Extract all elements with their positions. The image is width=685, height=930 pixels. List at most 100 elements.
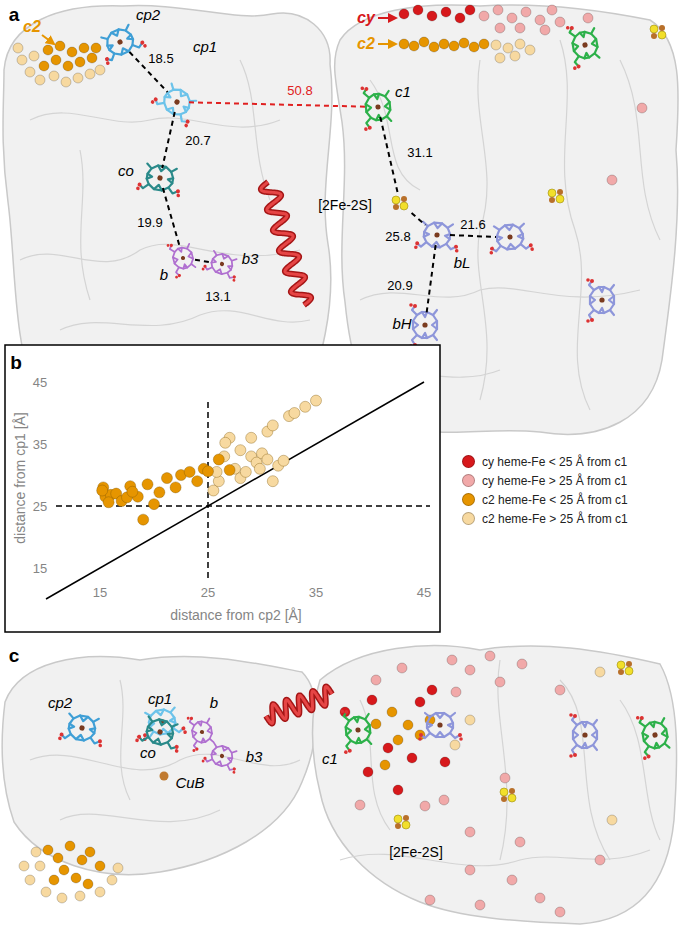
legend-swatch [462,474,475,487]
heme-position-dot [35,75,45,85]
heme-position-dot [409,41,419,51]
heme-position-dot [449,41,459,51]
distance-label: 20.9 [387,279,412,292]
scatter-point [97,485,108,496]
heme-position-dot [399,9,409,19]
heme-position-dot [535,15,545,25]
heme-position-dot [607,815,617,825]
distance-line [450,235,496,237]
iron-sulfur-cluster [500,788,516,802]
pointer-arrow [378,43,396,45]
panel-letter: c [9,646,20,665]
heme-position-dot [517,659,527,669]
heme-position-dot [415,697,425,707]
heme-position-dot [495,677,505,687]
heme-position-dot [107,875,117,885]
scatter-point [254,463,265,474]
heme-model [487,223,534,255]
contour [240,60,270,200]
heme-position-dot [479,39,489,49]
scatter-point [267,476,278,487]
heme-model [409,303,437,348]
scatter-point [203,466,214,477]
heme-position-dot [455,13,465,23]
heme-position-dot [17,55,27,65]
heme-position-dot [77,855,87,865]
heme-position-dot [450,740,460,750]
iron-sulfur-cluster [617,661,633,675]
distance-label: 18.5 [148,52,173,65]
heme-model [586,278,614,323]
heme-model [636,711,671,760]
figure-label: c1 [322,751,338,766]
cofactor-label: bL [454,255,471,270]
heme-position-dot [63,61,73,71]
heme-position-dot [500,773,510,783]
heme-site: b [171,248,195,268]
heme-position-dot [465,5,475,15]
heme-model [566,21,601,70]
heme-position-dot [387,707,397,717]
scatter-point [149,499,160,510]
heme-position-dot [540,25,550,35]
contour [60,311,310,330]
heme-position-dot [413,5,423,15]
legend-swatch [462,512,475,525]
distance-line [189,102,366,106]
contour [120,680,130,800]
heme-model [569,713,597,758]
figure-label: c2 [23,19,41,35]
heme-site: cp2 [108,32,132,52]
heme-model [58,712,107,747]
heme-position-dot [595,855,605,865]
legend-row: c2 heme-Fe < 25 Å from c1 [462,490,628,509]
cofactor-label: co [118,163,134,178]
heme-position-dot [429,42,439,52]
heme-position-dot [583,13,593,23]
heme-position-dot [427,685,437,695]
contour [30,113,280,127]
heme-position-dot [507,875,517,885]
heme-position-dot [73,73,83,83]
heme-position-dot [515,23,525,33]
axis-tick: 15 [33,562,47,575]
legend-swatch [462,493,475,506]
heme-model [95,21,147,65]
figure-label: [2Fe-2S] [389,845,443,859]
heme-position-dot [49,875,59,885]
axis-tick: 35 [33,438,47,451]
heme-position-dot [383,743,393,753]
heme-site: c1 [366,97,390,117]
axis-title: distance from cp2 [Å] [170,608,302,622]
contour [340,850,650,866]
heme-position-dot [363,767,373,777]
helix-ribbon [261,182,311,305]
scatter-point [267,420,278,431]
scatter-point [246,432,257,443]
legend-row: c2 heme-Fe > 25 Å from c1 [462,509,628,528]
heme-position-dot [439,795,449,805]
heme-model [201,249,242,282]
heme-position-dot [31,847,41,857]
distance-label: 31.1 [407,146,432,159]
distance-label: 50.8 [287,84,312,97]
heme-position-dot [19,861,29,871]
legend-row: cy heme-Fe < 25 Å from c1 [462,452,628,471]
heme-position-dot [403,720,413,730]
heme-position-dot [371,719,381,729]
heme-position-dot [29,51,39,61]
heme-site: bL [425,225,449,245]
heme-position-dot [479,11,489,21]
axis-tick: 35 [309,586,323,599]
heme-position-dot [41,887,51,897]
panel-letter: b [10,353,22,372]
legend: cy heme-Fe < 25 Å from c1cy heme-Fe > 25… [462,452,628,528]
heme-position-dot [71,873,81,883]
heme-position-dot [95,887,105,897]
legend-row: cy heme-Fe > 25 Å from c1 [462,471,628,490]
heme-position-dot [61,77,71,87]
heme-position-dot [510,51,520,61]
heme-position-dot [85,847,95,857]
heme-model [201,741,242,774]
figure-label: cy [357,10,375,26]
